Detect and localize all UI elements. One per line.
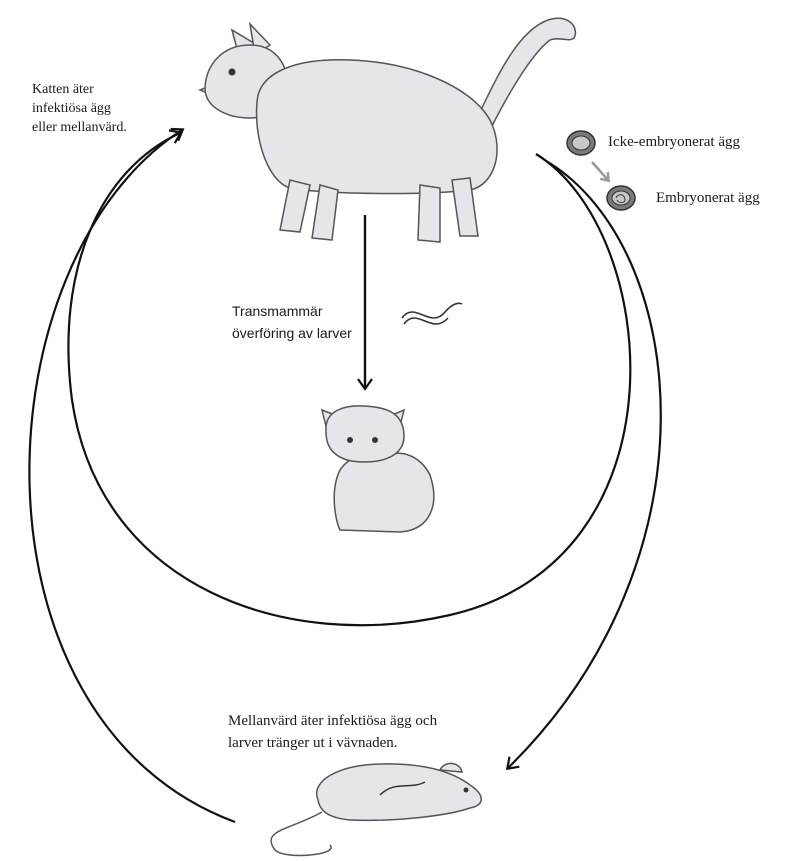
label-cat-eats-eggs: Katten äter infektiösa ägg eller mellanv… bbox=[32, 80, 127, 137]
rodent-drawing bbox=[271, 763, 481, 855]
label-transmammary-transfer: Transmammär överföring av larver bbox=[232, 300, 352, 344]
adult-cat-drawing bbox=[200, 18, 575, 242]
label-intermediate-host: Mellanvärd äter infektiösa ägg och larve… bbox=[228, 710, 437, 754]
arc-inner-cycle bbox=[68, 133, 630, 625]
arc-host-to-cat bbox=[29, 130, 235, 822]
egg-unembryonated-icon bbox=[567, 131, 595, 155]
label-unembryonated-egg: Icke-embryonerat ägg bbox=[608, 133, 740, 152]
larva-worm bbox=[402, 303, 462, 324]
kitten-drawing bbox=[322, 406, 434, 532]
egg-embryonated-icon bbox=[607, 186, 635, 210]
label-embryonated-egg: Embryonerat ägg bbox=[656, 189, 760, 208]
arc-eggs-to-host bbox=[508, 162, 661, 768]
egg-development-arrow bbox=[592, 162, 608, 180]
